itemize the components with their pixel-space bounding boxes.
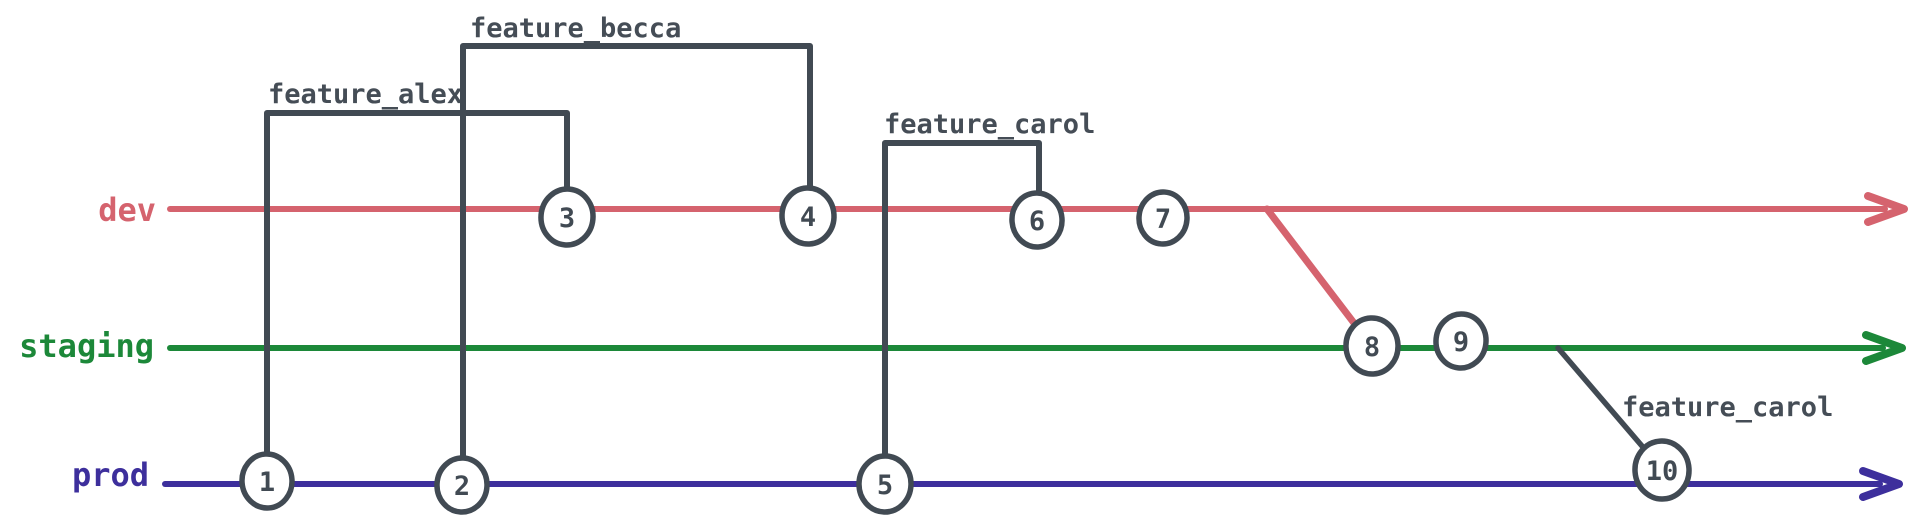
feature-alex-path: [264, 110, 570, 483]
feature-branch-becca: feature_becca: [460, 13, 813, 486]
commit-circle: [1136, 189, 1190, 247]
commit-node-9: 9: [1433, 311, 1489, 371]
prod-arrow-icon: [1859, 467, 1903, 501]
branch-label-prod: prod: [72, 456, 149, 494]
commit-number: 5: [877, 470, 893, 501]
commit-node-8: 8: [1343, 315, 1401, 377]
commit-number: 10: [1646, 456, 1679, 487]
branch-label-staging: staging: [19, 327, 154, 365]
commit-number: 6: [1029, 206, 1045, 237]
commit-node-2: 2: [434, 455, 490, 515]
commit-node-7: 7: [1136, 189, 1190, 247]
feature-branch-alex: feature_alex: [264, 79, 570, 483]
branch-dev: dev: [98, 191, 1908, 229]
feature-carol-label: feature_carol: [884, 109, 1095, 140]
commit-node-3: 3: [538, 186, 596, 248]
commit-number: 2: [454, 471, 470, 502]
commit-node-4: 4: [779, 185, 837, 247]
commit-circle: [434, 455, 490, 515]
commit-number: 3: [559, 203, 575, 234]
feature-becca-path: [460, 43, 813, 486]
commit-circle: [538, 186, 596, 248]
commit-number: 1: [259, 467, 275, 498]
commit-number: 8: [1364, 332, 1380, 363]
commit-number: 7: [1155, 204, 1171, 235]
feature-carol-path: [882, 140, 1042, 486]
branch-label-dev: dev: [98, 191, 156, 229]
commit-node-1: 1: [239, 451, 295, 511]
commit-number: 9: [1453, 327, 1469, 358]
commit-circle: [1009, 190, 1065, 250]
commit-circle: [1343, 315, 1401, 377]
commit-node-10: 10: [1632, 438, 1692, 502]
feature-branch-carol: feature_carol: [882, 109, 1095, 486]
feature-becca-label: feature_becca: [470, 13, 681, 44]
commit-circle: [856, 453, 914, 515]
commit-node-6: 6: [1009, 190, 1065, 250]
merge-dev-to-staging-line: [1263, 205, 1374, 348]
dev-arrow-icon: [1864, 192, 1908, 226]
feature-alex-label: feature_alex: [268, 79, 463, 110]
commit-node-5: 5: [856, 453, 914, 515]
commit-circle: [1632, 438, 1692, 502]
branch-staging: staging: [19, 327, 1906, 365]
branch-prod: prod: [72, 456, 1903, 501]
commit-number: 4: [800, 202, 816, 233]
staging-arrow-icon: [1862, 331, 1906, 365]
feature-carol-second-label: feature_carol: [1622, 392, 1833, 423]
commit-circle: [239, 451, 295, 511]
commit-circle: [779, 185, 837, 247]
commit-circle: [1433, 311, 1489, 371]
